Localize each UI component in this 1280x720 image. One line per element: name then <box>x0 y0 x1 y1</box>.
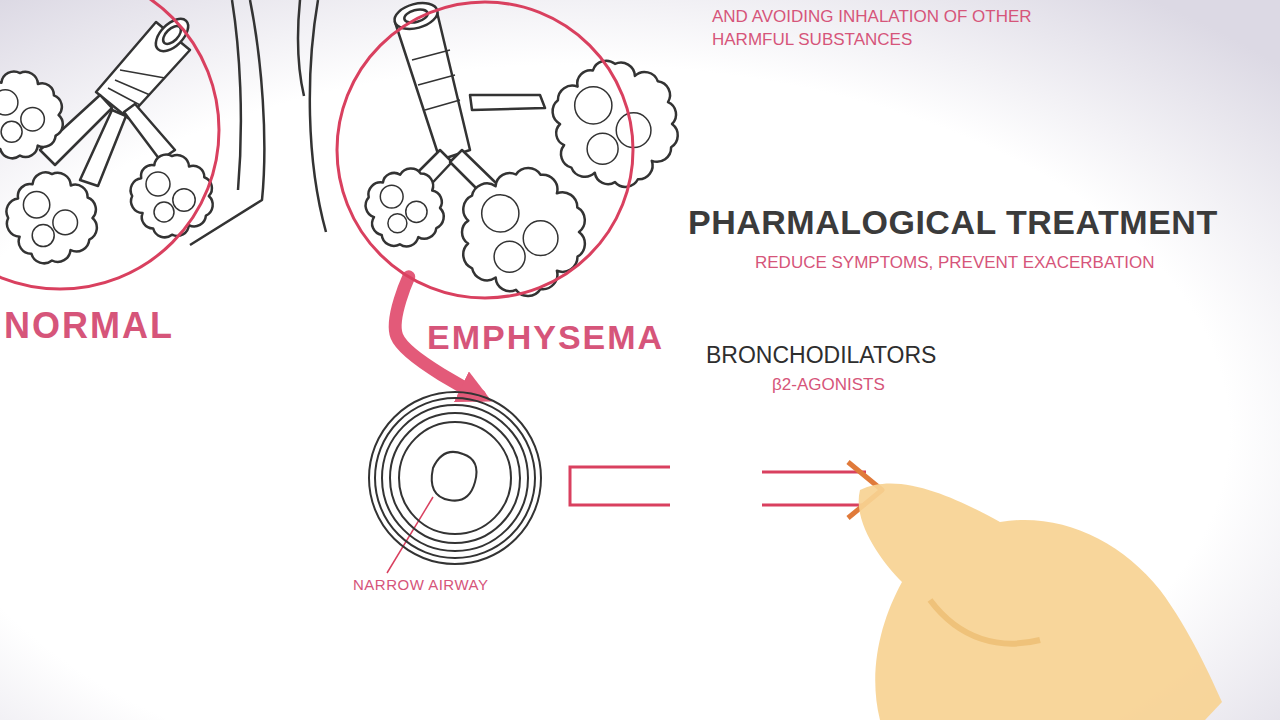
alveolus-detail <box>0 90 18 115</box>
circle-outline <box>367 390 543 566</box>
alveolus-detail <box>388 214 407 233</box>
alveolus-detail <box>53 210 78 235</box>
alveolus-detail <box>21 107 45 131</box>
note: REDUCE SYMPTOMS, PREVENT EXACERBATION <box>755 252 1155 275</box>
lung-circle: NORMAL <box>0 0 220 290</box>
alveolus <box>0 72 63 159</box>
ring <box>390 413 520 543</box>
drug-class: BRONCHODILATORS <box>706 340 936 371</box>
alveolus-detail <box>146 172 170 196</box>
alveolus-detail <box>406 201 427 222</box>
lung-circle: EMPHYSEMA <box>335 0 635 300</box>
alveolus-detail <box>173 189 195 211</box>
treatment-arrows <box>387 462 1222 720</box>
alveolus-detail <box>523 221 558 256</box>
alveolus <box>131 155 213 238</box>
alveolus-detail <box>494 241 525 272</box>
node-label: EMPHYSEMA <box>427 318 664 357</box>
heading: PHARMALOGICAL TREATMENT <box>688 203 1218 242</box>
ring <box>0 0 219 289</box>
alveolus-detail <box>587 133 618 164</box>
ring <box>375 398 535 558</box>
alveolus <box>6 172 96 263</box>
ring <box>369 392 541 564</box>
ring <box>337 2 633 298</box>
alveolus-detail <box>482 195 519 232</box>
circle-outline <box>335 0 635 300</box>
alveolus-detail <box>575 87 612 124</box>
airway-cross-section: NARROW AIRWAY <box>367 390 543 566</box>
node-label: NORMAL <box>4 305 174 347</box>
note: β2-AGONISTS <box>772 374 885 397</box>
alveolus-detail <box>154 202 174 222</box>
alveolus-detail <box>1 121 22 142</box>
alveolus-detail <box>380 185 403 208</box>
note: AND AVOIDING INHALATION OF OTHER HARMFUL… <box>712 6 1052 52</box>
alveolus-detail <box>32 225 54 247</box>
alveolus <box>462 168 585 296</box>
node-label: NARROW AIRWAY <box>353 576 488 593</box>
circle-outline <box>0 0 220 290</box>
alveolus-detail <box>23 192 49 218</box>
normal-lung <box>0 0 264 263</box>
alveolus <box>366 169 444 247</box>
ring <box>399 422 511 534</box>
airway-lumen <box>432 452 477 501</box>
ring <box>382 405 528 551</box>
emphysema-lung <box>298 0 678 296</box>
